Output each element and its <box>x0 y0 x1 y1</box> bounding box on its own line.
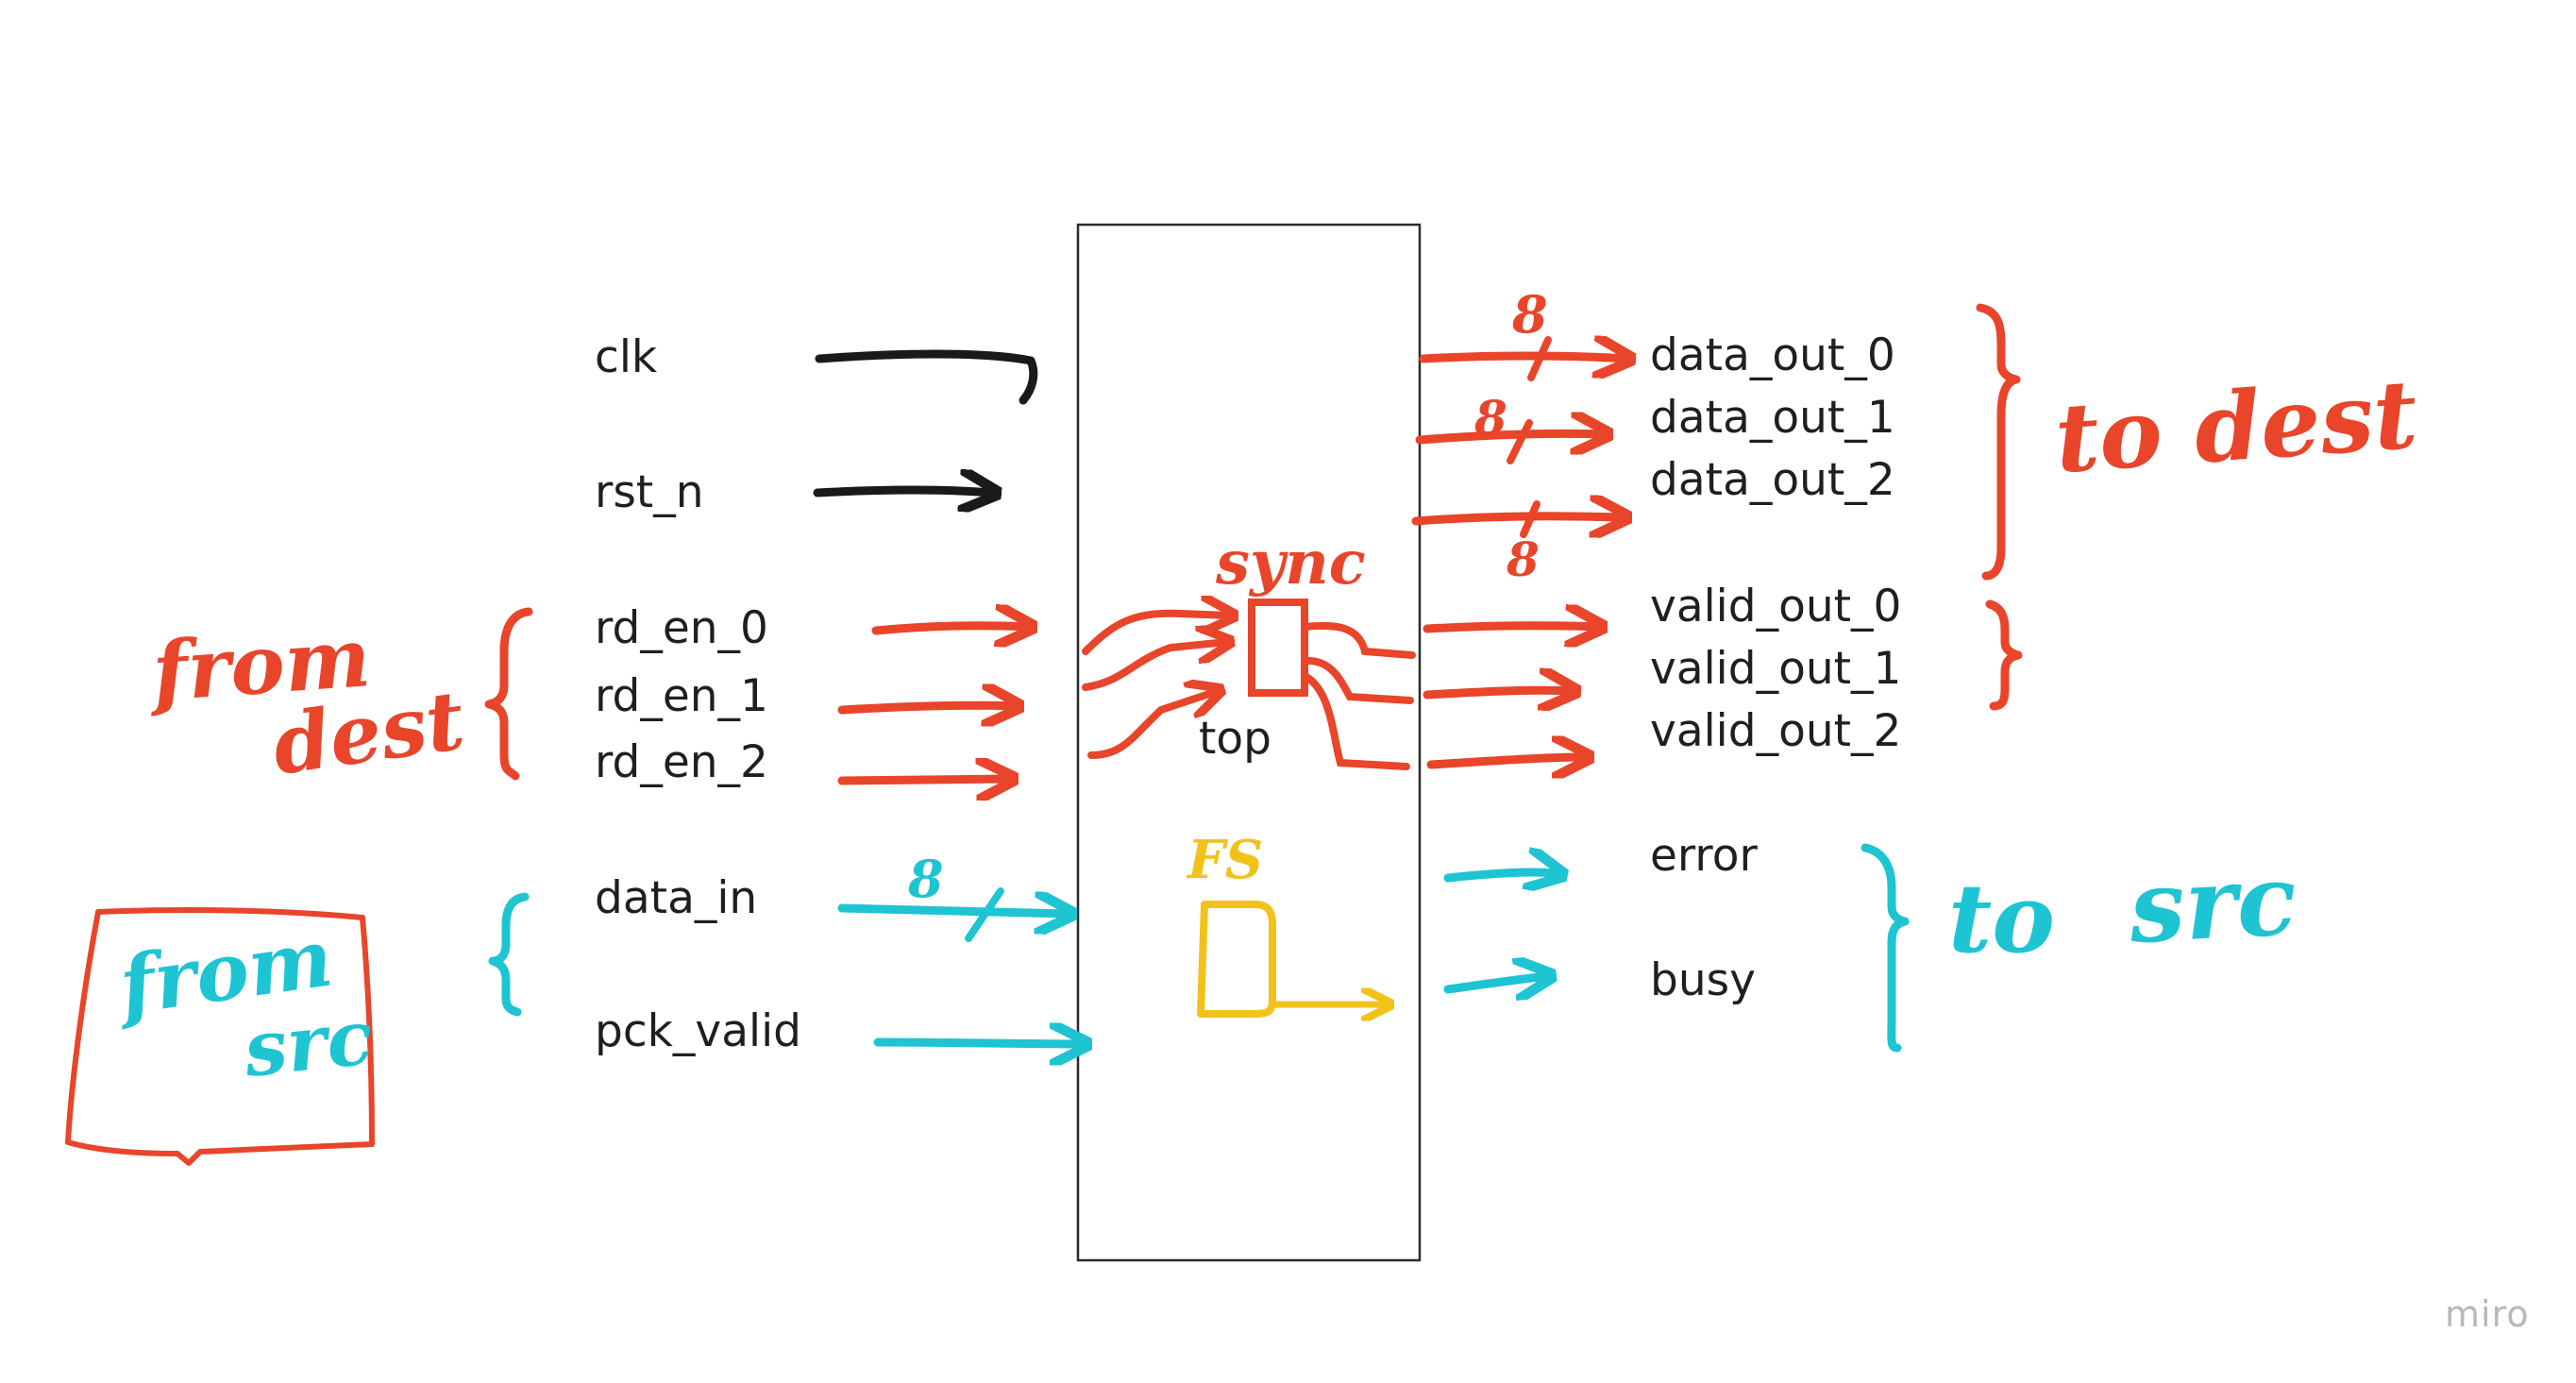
valid-out-0-arrow <box>1423 626 1599 629</box>
fs-block <box>1197 901 1276 1018</box>
from-src-label-2: src <box>239 992 377 1094</box>
output-label-valid-out-2: valid_out_2 <box>1650 705 1901 757</box>
busy-arrow <box>1443 976 1548 989</box>
from-dest-label-1: from <box>143 610 373 720</box>
to-dest-label: to dest <box>2051 358 2420 494</box>
rd-en-0-arrow <box>871 626 1029 631</box>
valid-out-brace <box>1985 599 2023 711</box>
from-src-brace <box>488 892 530 1017</box>
data-out-2-width: 8 <box>1506 531 1540 587</box>
clk-arrow <box>815 349 1038 405</box>
data-out-2-arrow <box>1411 516 1624 521</box>
output-label-data-out-2: data_out_2 <box>1650 454 1895 506</box>
from-dest-brace <box>484 607 533 781</box>
input-label-rd-en-2: rd_en_2 <box>595 736 768 788</box>
data-out-0-width: 8 <box>1511 284 1548 345</box>
input-label-rd-en-0: rd_en_0 <box>595 602 768 654</box>
data-in-arrow <box>837 908 1069 914</box>
valid-out-1-arrow <box>1423 690 1573 695</box>
top-module-box[interactable] <box>1076 223 1422 1262</box>
to-src-label-2: src <box>2126 841 2299 966</box>
sync-out-wire-1 <box>1301 656 1414 704</box>
sync-label: sync <box>1215 528 1366 599</box>
fs-label: FS <box>1186 829 1263 891</box>
input-label-clk: clk <box>595 331 658 383</box>
output-label-valid-out-1: valid_out_1 <box>1650 643 1901 695</box>
data-in-width: 8 <box>907 849 944 909</box>
input-label-rst-n: rst_n <box>595 466 704 518</box>
to-src-label-1: to <box>1948 863 2055 974</box>
rd-en-2-arrow <box>837 779 1010 781</box>
sync-out-wire-0 <box>1301 621 1416 659</box>
rd-en-1-arrow <box>837 705 1016 710</box>
data-out-1-arrow <box>1415 433 1605 440</box>
pck-valid-arrow <box>873 1042 1084 1044</box>
output-label-error: error <box>1650 830 1758 882</box>
input-label-rd-en-1: rd_en_1 <box>595 670 768 722</box>
sync-in-wire-1 <box>1082 642 1227 691</box>
sync-in-wire-2 <box>1087 691 1218 759</box>
sync-out-wire-2 <box>1301 672 1410 770</box>
valid-out-2-arrow <box>1426 757 1586 765</box>
output-label-data-out-0: data_out_0 <box>1650 329 1895 381</box>
top-module-label: top <box>1199 713 1271 765</box>
output-label-busy: busy <box>1650 954 1756 1006</box>
data-out-0-arrow <box>1419 356 1627 359</box>
input-label-data-in: data_in <box>595 872 757 924</box>
from-src-note-box <box>65 907 375 1166</box>
data-out-1-width: 8 <box>1473 390 1507 446</box>
data-in-bus-tick <box>965 887 1004 942</box>
input-label-pck-valid: pck_valid <box>595 1005 801 1057</box>
error-arrow <box>1443 872 1559 878</box>
data-out-1-bus-tick <box>1507 419 1533 464</box>
to-dest-brace <box>1976 303 2021 581</box>
miro-watermark: miro <box>2445 1293 2530 1335</box>
output-label-data-out-1: data_out_1 <box>1650 392 1895 444</box>
rst-n-arrow <box>813 490 993 493</box>
data-out-0-bus-tick <box>1527 336 1552 381</box>
to-src-brace <box>1860 843 1910 1053</box>
sync-block <box>1248 599 1308 697</box>
output-label-valid-out-0: valid_out_0 <box>1650 581 1901 632</box>
sync-in-wire-0 <box>1082 614 1231 655</box>
data-out-2-bus-tick <box>1520 500 1541 538</box>
